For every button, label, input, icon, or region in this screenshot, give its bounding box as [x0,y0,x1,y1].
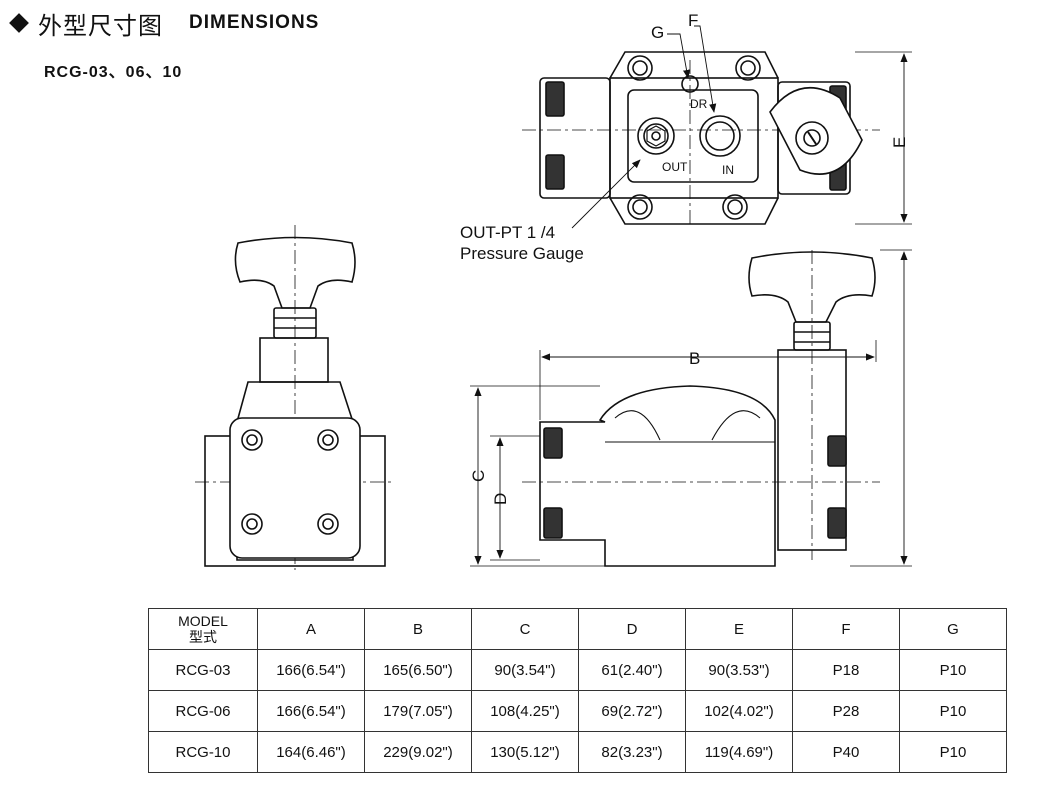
front-view [195,225,395,570]
table-cell: 229(9.02") [364,731,472,773]
page-header: 外型尺寸图 DIMENSIONS [8,6,319,40]
table-cell: 166(6.54") [257,649,365,691]
label-in: IN [722,163,734,177]
label-c: C [469,470,488,482]
table-cell: P18 [792,649,900,691]
table-cell: RCG-06 [148,690,258,732]
table-cell: 166(6.54") [257,690,365,732]
column-header-b: B [364,608,472,650]
callout-port: OUT-PT 1 /4 [460,223,555,242]
model-list: RCG-03、06、10 [44,64,183,81]
table-cell: 108(4.25") [471,690,579,732]
label-f: F [688,11,698,30]
column-header-g: G [899,608,1007,650]
label-dr: DR [690,97,708,111]
table-cell: RCG-10 [148,731,258,773]
table-cell: P10 [899,690,1007,732]
column-header-f: F [792,608,900,650]
table-cell: 165(6.50") [364,649,472,691]
table-header-row: MODEL 型式 A B C D E F G [148,608,1007,650]
column-header-a: A [257,608,365,650]
dimensions-table: MODEL 型式 A B C D E F G RCG-03 166(6.54")… [148,608,1007,773]
model-header-cell: MODEL 型式 [148,608,258,650]
callout-gauge: Pressure Gauge [460,244,584,263]
table-cell: 82(3.23") [578,731,686,773]
table-cell: 102(4.02") [685,690,793,732]
table-cell: 179(7.05") [364,690,472,732]
column-header-e: E [685,608,793,650]
table-cell: 119(4.69") [685,731,793,773]
table-row: RCG-03 166(6.54") 165(6.50") 90(3.54") 6… [148,649,1007,691]
column-header-c: C [471,608,579,650]
label-g: G [651,23,664,42]
title-english: DIMENSIONS [189,12,320,33]
table-row: RCG-06 166(6.54") 179(7.05") 108(4.25") … [148,690,1007,732]
table-cell: 61(2.40") [578,649,686,691]
model-header-cn: 型式 [189,629,217,645]
table-cell: P28 [792,690,900,732]
label-e: E [890,137,909,148]
side-view [470,249,912,567]
table-cell: P40 [792,731,900,773]
table-cell: P10 [899,649,1007,691]
label-out: OUT [662,160,688,174]
column-header-d: D [578,608,686,650]
table-cell: RCG-03 [148,649,258,691]
title-chinese: 外型尺寸图 [38,12,163,40]
table-cell: 90(3.54") [471,649,579,691]
top-view [522,25,912,229]
table-cell: 90(3.53") [685,649,793,691]
table-cell: 69(2.72") [578,690,686,732]
table-cell: P10 [899,731,1007,773]
model-header-en: MODEL [178,613,228,629]
table-cell: 164(6.46") [257,731,365,773]
dimension-drawing: G F DR OUT IN E OUT-PT 1 /4 Pressure Gau… [195,11,912,570]
label-d: D [491,493,510,505]
label-b: B [689,349,700,368]
table-cell: 130(5.12") [471,731,579,773]
table-row: RCG-10 164(6.46") 229(9.02") 130(5.12") … [148,731,1007,773]
